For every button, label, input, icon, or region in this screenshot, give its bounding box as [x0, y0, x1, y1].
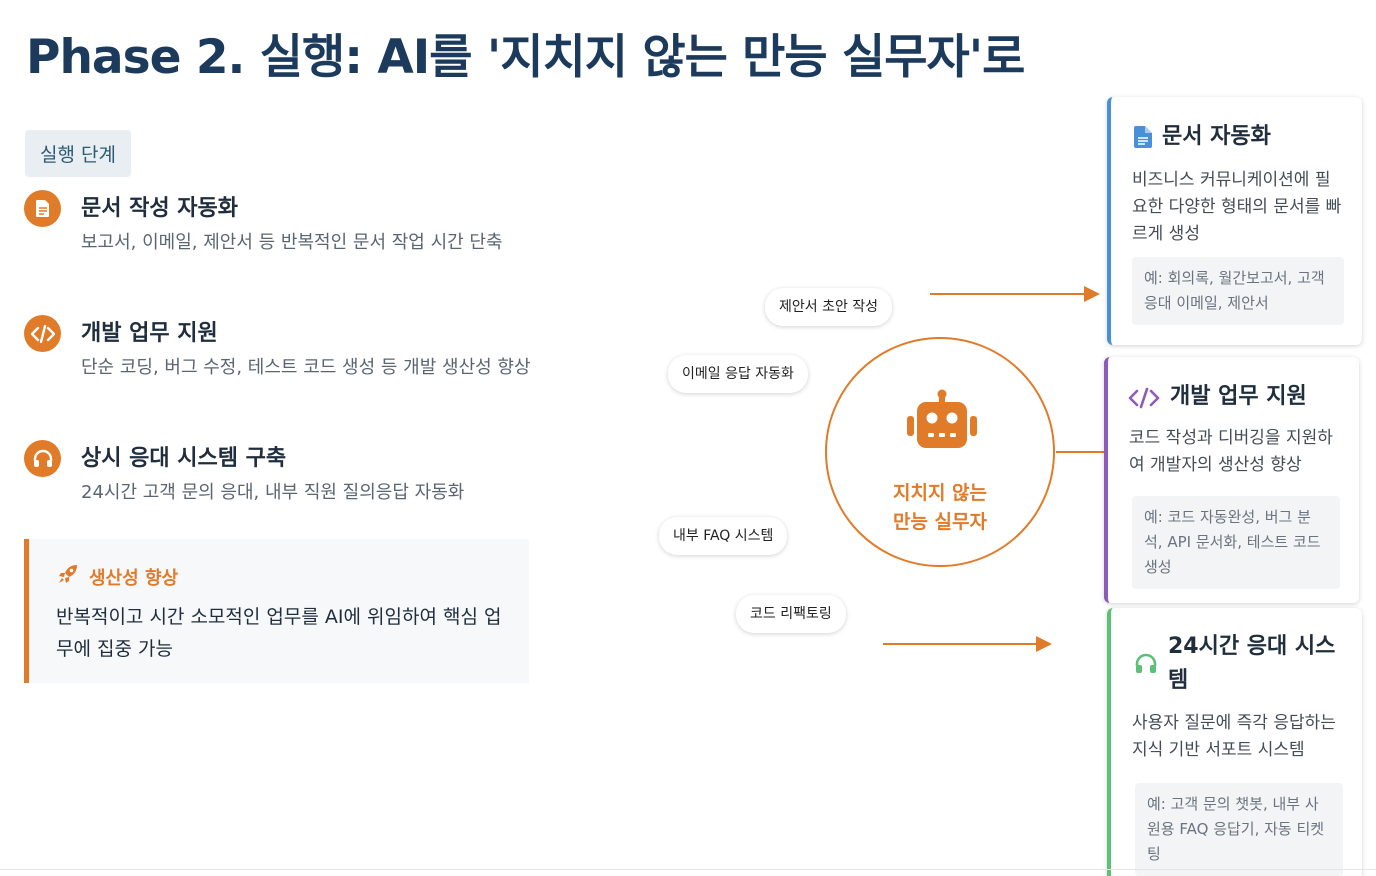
card-example: 예: 코드 자동완성, 버그 분석, API 문서화, 테스트 코드 생성	[1132, 496, 1340, 589]
headset-icon	[1134, 653, 1158, 679]
task-pill: 제안서 초안 작성	[765, 288, 893, 326]
card-desc: 사용자 질문에 즉각 응답하는 지식 기반 서포트 시스템	[1132, 713, 1336, 760]
card-dev-support: 개발 업무 지원 코드 작성과 디버깅을 지원하여 개발자의 생산성 향상 예:…	[1104, 357, 1359, 603]
robot-icon	[902, 388, 982, 456]
card-desc: 비즈니스 커뮤니케이션에 필요한 다양한 형태의 문서를 빠르게 생성	[1132, 170, 1342, 244]
card-title: 개발 업무 지원	[1170, 384, 1307, 409]
hub-label-line2: 만능 실무자	[892, 511, 987, 533]
productivity-callout: 생산성 향상 반복적이고 시간 소모적인 업무를 AI에 위임하여 핵심 업무에…	[24, 539, 529, 683]
document-icon	[24, 190, 61, 227]
step-desc: 보고서, 이메일, 제안서 등 반복적인 문서 작업 시간 단축	[81, 232, 503, 253]
code-icon	[1128, 387, 1160, 413]
card-title: 문서 자동화	[1162, 124, 1271, 149]
step-title: 문서 작성 자동화	[81, 196, 238, 221]
bottom-rule	[0, 869, 1376, 870]
hub-circle: 지치지 않는 만능 실무자	[825, 337, 1055, 567]
page-title: Phase 2. 실행: AI를 '지치지 않는 만능 실무자'로	[26, 30, 1025, 85]
task-pill: 내부 FAQ 시스템	[659, 517, 788, 555]
step-title: 개발 업무 지원	[81, 321, 218, 346]
headset-icon	[24, 440, 61, 477]
code-icon	[24, 315, 61, 352]
arrowhead	[1036, 636, 1052, 652]
task-pill: 이메일 응답 자동화	[668, 355, 808, 393]
rocket-icon	[57, 563, 79, 590]
task-pill: 코드 리팩토링	[736, 595, 846, 633]
step-document-automation: 문서 작성 자동화 보고서, 이메일, 제안서 등 반복적인 문서 작업 시간 …	[24, 190, 534, 300]
arrowhead	[1084, 286, 1100, 302]
step-title: 상시 응대 시스템 구축	[81, 446, 287, 471]
card-example: 예: 고객 문의 챗봇, 내부 사원용 FAQ 응답기, 자동 티켓팅	[1135, 783, 1343, 876]
hub-label: 지치지 않는 만능 실무자	[827, 479, 1053, 537]
step-desc: 24시간 고객 문의 응대, 내부 직원 질의응답 자동화	[81, 482, 465, 503]
card-example: 예: 회의록, 월간보고서, 고객 응대 이메일, 제안서	[1132, 257, 1344, 325]
step-always-on-support: 상시 응대 시스템 구축 24시간 고객 문의 응대, 내부 직원 질의응답 자…	[24, 440, 534, 520]
step-desc: 단순 코딩, 버그 수정, 테스트 코드 생성 등 개발 생산성 향상	[81, 357, 531, 378]
stage-badge: 실행 단계	[25, 130, 131, 177]
file-icon	[1134, 126, 1152, 152]
callout-heading: 생산성 향상	[89, 567, 179, 589]
card-desc: 코드 작성과 디버깅을 지원하여 개발자의 생산성 향상	[1129, 428, 1333, 475]
callout-heading-row: 생산성 향상	[57, 563, 178, 590]
card-document-automation: 문서 자동화 비즈니스 커뮤니케이션에 필요한 다양한 형태의 문서를 빠르게 …	[1107, 97, 1362, 345]
callout-body: 반복적이고 시간 소모적인 업무를 AI에 위임하여 핵심 업무에 집중 가능	[56, 606, 502, 660]
card-title: 24시간 응대 시스템	[1168, 634, 1336, 693]
card-24h-support: 24시간 응대 시스템 사용자 질문에 즉각 응답하는 지식 기반 서포트 시스…	[1107, 608, 1362, 876]
step-dev-support: 개발 업무 지원 단순 코딩, 버그 수정, 테스트 코드 생성 등 개발 생산…	[24, 315, 534, 425]
hub-label-line1: 지치지 않는	[892, 482, 987, 504]
